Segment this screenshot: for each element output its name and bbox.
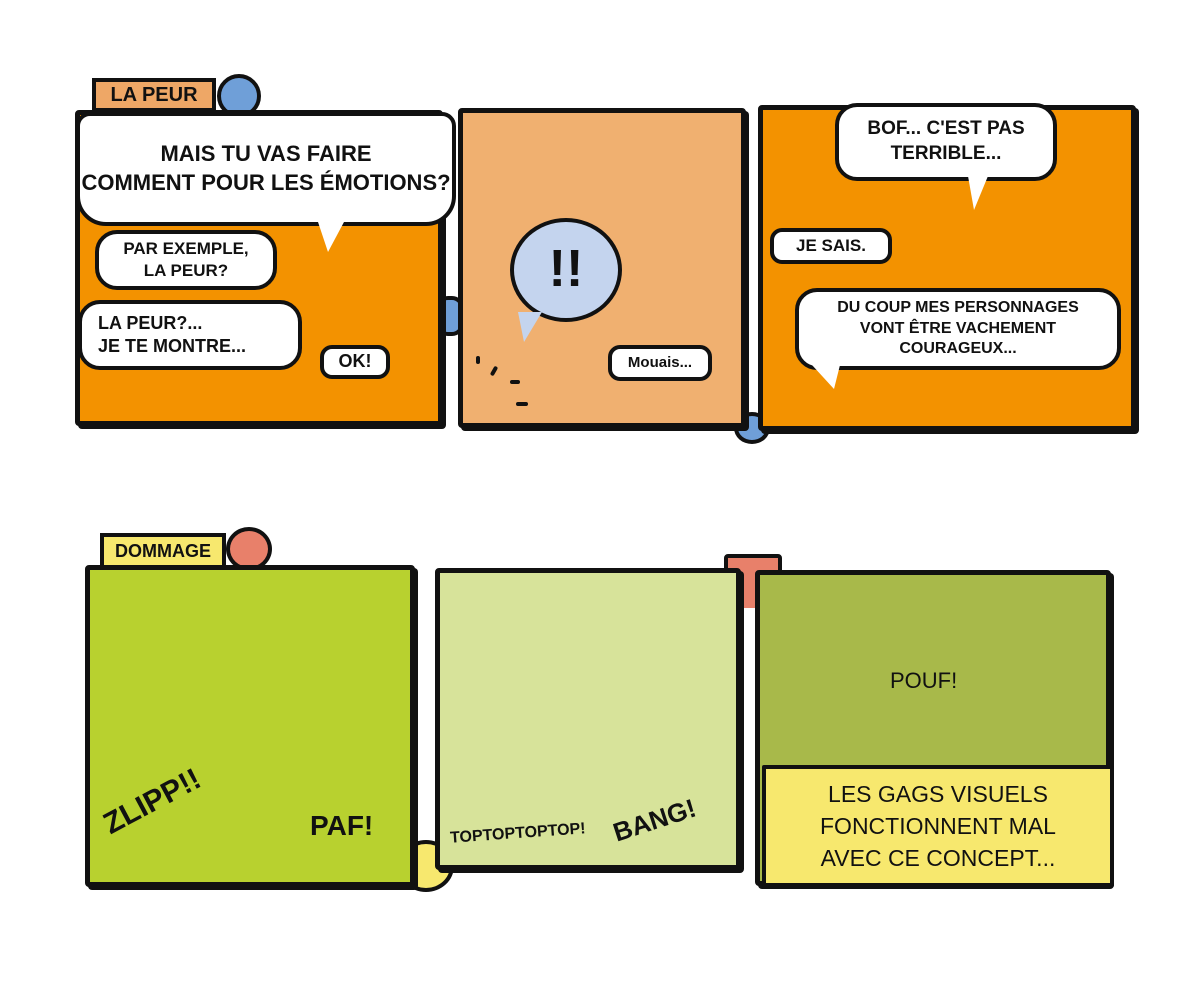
bubble-tail [812,365,840,389]
panel-2-2 [435,568,741,870]
exclamation-bubble: !! [510,218,622,322]
pink-tab-knob [226,527,272,571]
panel-2-1 [85,565,415,887]
speech-bubble: OK! [320,345,390,379]
motion-lines [472,350,532,410]
bubble-tail [518,312,542,342]
speech-bubble: MAIS TU VAS FAIRE COMMENT POUR LES ÉMOTI… [76,112,456,226]
speech-bubble: BOF... C'EST PAS TERRIBLE... [835,103,1057,181]
speech-bubble: JE SAIS. [770,228,892,264]
bubble-tail [968,176,988,210]
speech-bubble: PAR EXEMPLE, LA PEUR? [95,230,277,290]
strip-title-tab: DOMMAGE [100,533,226,569]
sound-effect: POUF! [890,668,958,693]
bubble-tail [318,222,344,252]
sound-effect: PAF! [310,810,374,841]
pink-connector [738,572,756,608]
caption-box: LES GAGS VISUELS FONCTIONNENT MAL AVEC C… [762,765,1114,887]
speech-bubble: Mouais... [608,345,712,381]
strip-title-tab: LA PEUR [92,78,216,112]
speech-bubble: DU COUP MES PERSONNAGES VONT ÊTRE VACHEM… [795,288,1121,370]
speech-bubble: LA PEUR?... JE TE MONTRE... [78,300,302,370]
